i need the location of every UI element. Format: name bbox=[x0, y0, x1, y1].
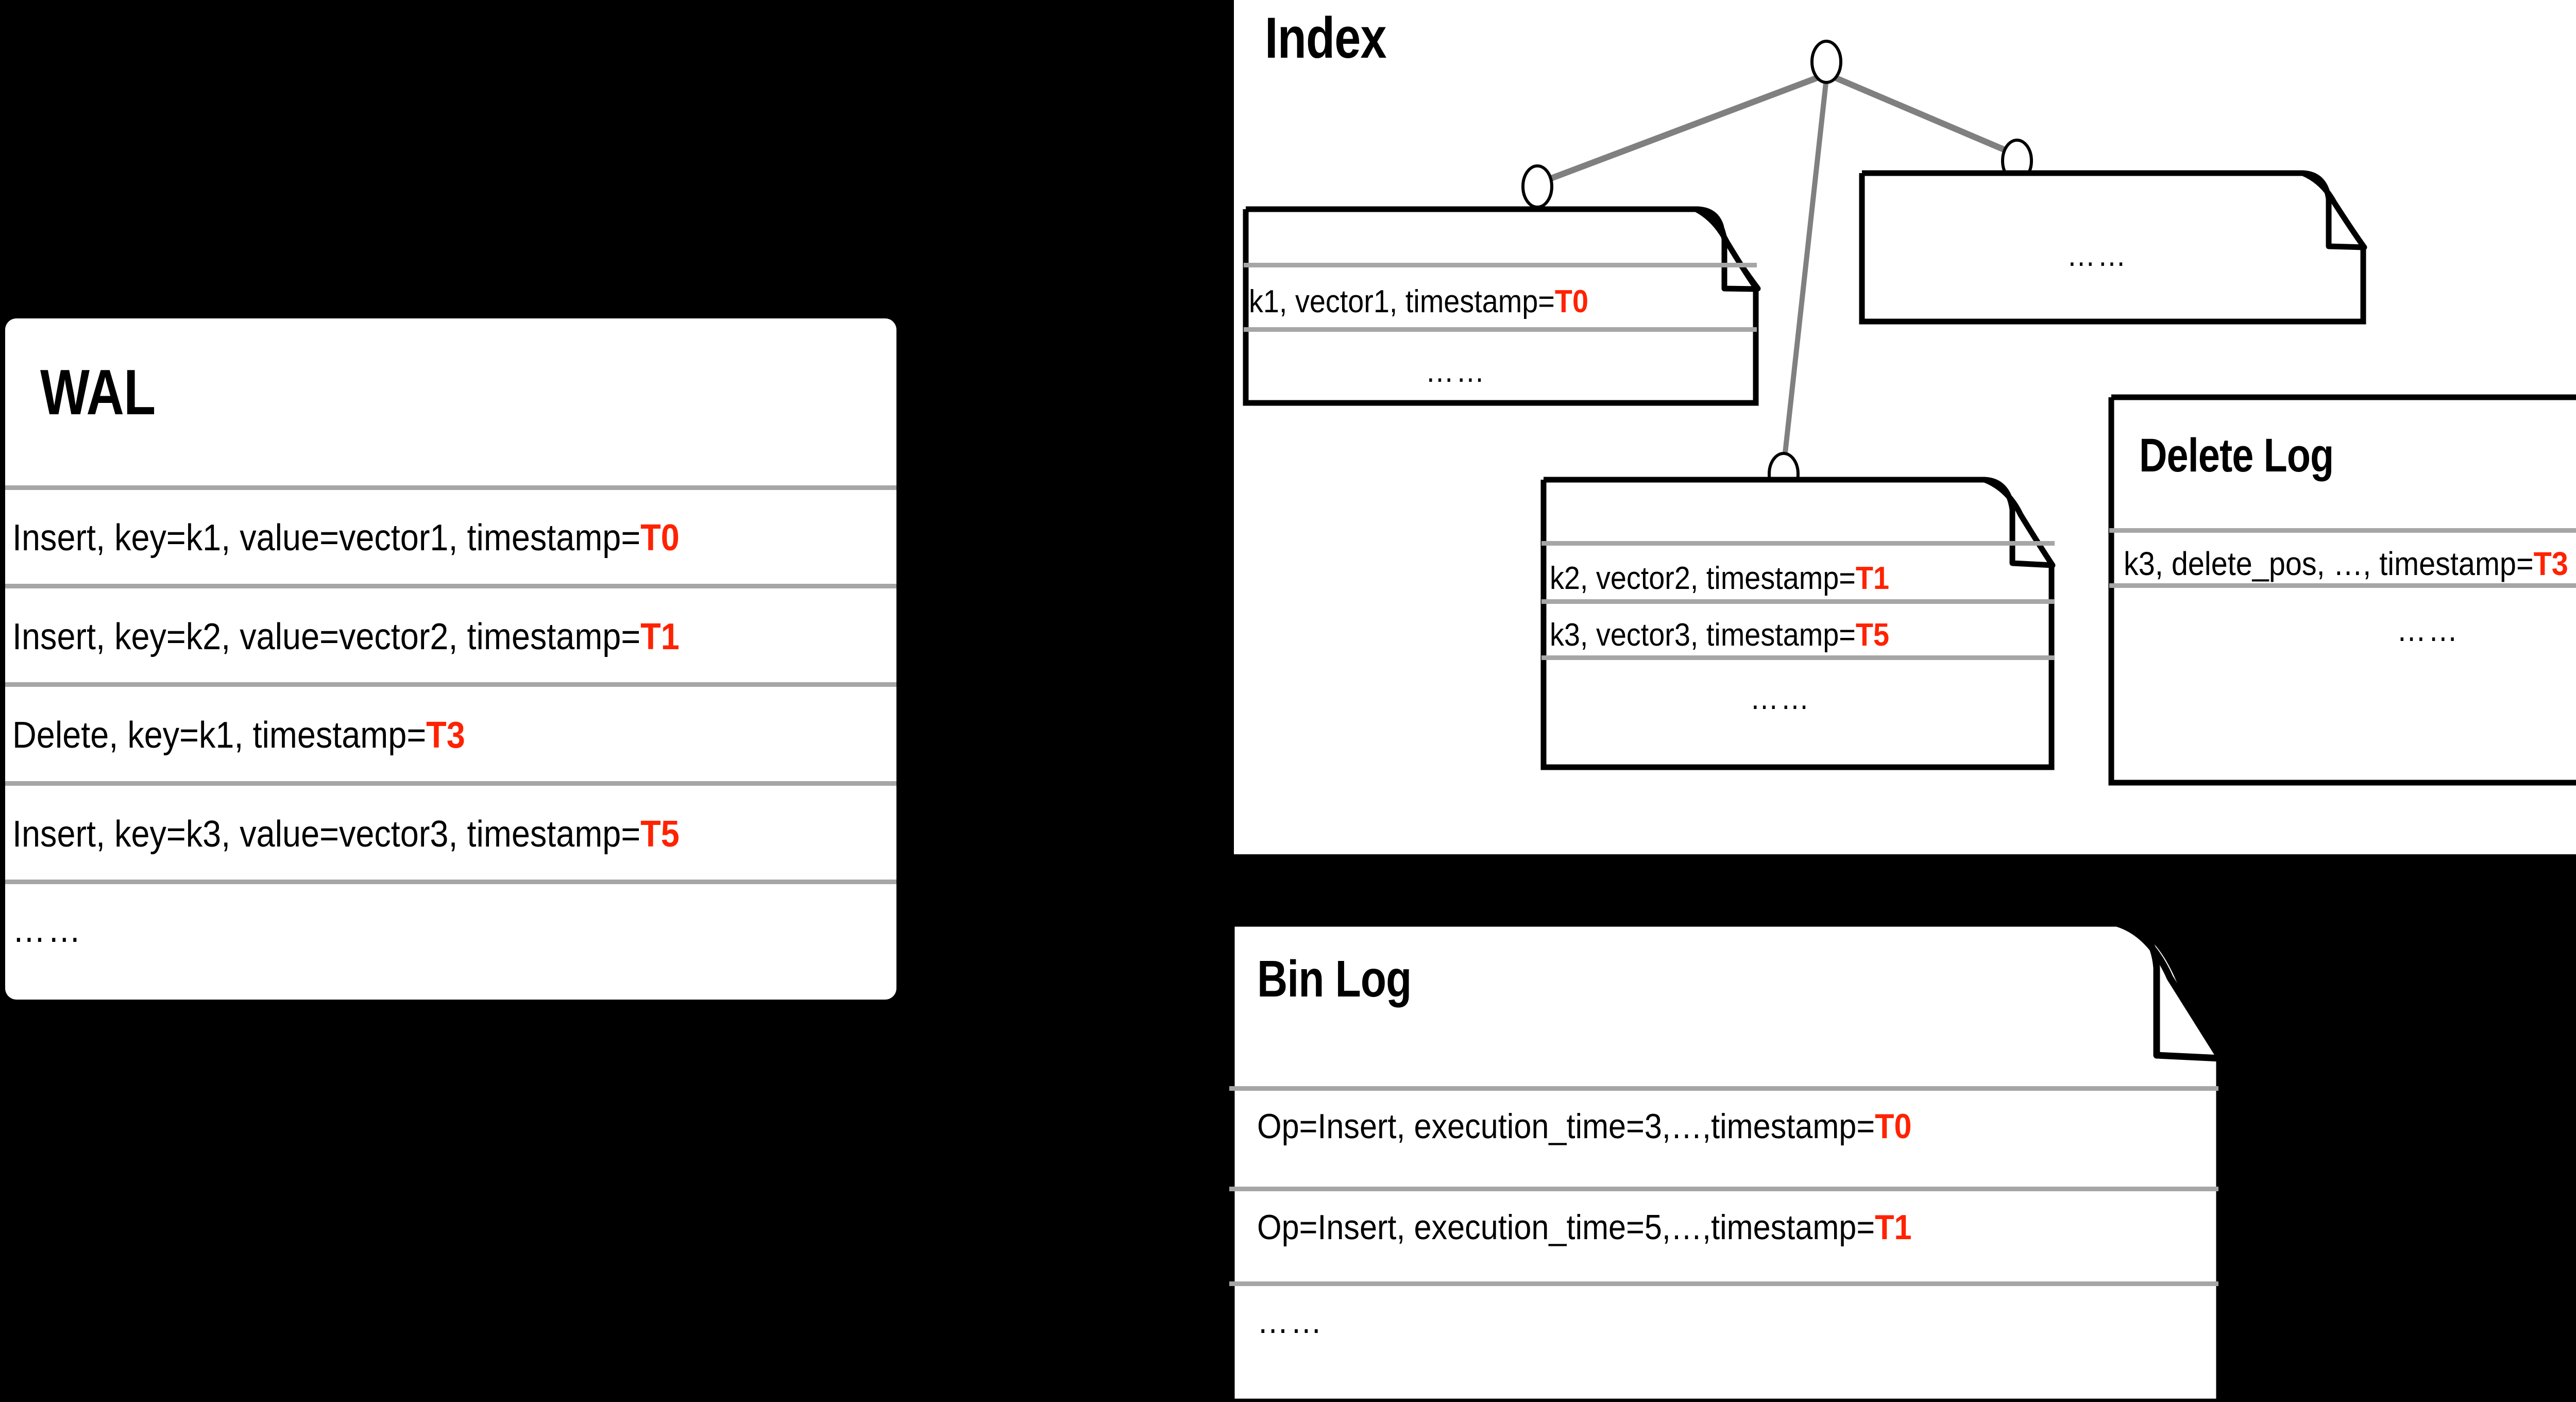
delete-log-ellipsis: …… bbox=[2396, 611, 2460, 648]
bin-log-row-text: Op=Insert, execution_time=5,…,timestamp= bbox=[1257, 1208, 1875, 1247]
wal-row: Delete, key=k1, timestamp=T3 bbox=[12, 717, 465, 754]
delete-log-title: Delete Log bbox=[2139, 429, 2334, 482]
index-leaf-k2k3-row-text: k3, vector3, timestamp= bbox=[1550, 617, 1856, 653]
index-leaf-k1-separator bbox=[1244, 263, 1757, 267]
document-outline bbox=[1540, 480, 2055, 770]
wal-panel bbox=[5, 318, 896, 1000]
bin-log-title: Bin Log bbox=[1257, 950, 1412, 1008]
document-fold-line bbox=[1246, 206, 1760, 292]
wal-row-text: Insert, key=k3, value=vector3, timestamp… bbox=[12, 814, 641, 855]
bin-log-row-timestamp: T0 bbox=[1875, 1107, 1912, 1146]
wal-row-timestamp: T1 bbox=[640, 616, 680, 657]
wal-title: WAL bbox=[40, 357, 156, 428]
document-fold-line bbox=[1544, 477, 2056, 568]
index-leaf-k1-row-text: k1, vector1, timestamp= bbox=[1249, 284, 1555, 319]
bin-log-row-timestamp: T1 bbox=[1875, 1208, 1912, 1247]
wal-separator bbox=[5, 485, 896, 490]
bin-log-separator bbox=[1229, 1187, 2218, 1191]
document-fold-line bbox=[1231, 920, 2224, 1062]
index-leaf-k1-row: k1, vector1, timestamp=T0 bbox=[1249, 286, 1588, 318]
document-body-fill bbox=[1862, 173, 2363, 322]
index-leaf-k1-separator bbox=[1244, 327, 1757, 332]
index-leaf-k1-row-timestamp: T0 bbox=[1554, 284, 1589, 319]
document-outline bbox=[2108, 397, 2576, 786]
wal-row-ellipsis: …… bbox=[12, 909, 83, 950]
index-leaf-k2k3-separator bbox=[1541, 655, 2055, 660]
document-outline bbox=[1243, 209, 1759, 406]
index-leaf-ellipsis-row: …… bbox=[2066, 238, 2128, 273]
index-leaf-k2k3-row-text: k2, vector2, timestamp= bbox=[1550, 561, 1856, 596]
index-leaf-node-ellipsis bbox=[1859, 170, 2367, 325]
wal-separator bbox=[5, 682, 896, 687]
document-outline bbox=[1859, 173, 2366, 325]
index-leaf-k1-ellipsis: …… bbox=[1425, 353, 1487, 389]
bin-log-separator bbox=[1229, 1281, 2218, 1286]
document-fold-line bbox=[1862, 170, 2367, 250]
index-title: Index bbox=[1265, 6, 1387, 70]
wal-row: Insert, key=k2, value=vector2, timestamp… bbox=[12, 618, 680, 655]
wal-separator bbox=[5, 781, 896, 786]
wal-row: Insert, key=k1, value=vector1, timestamp… bbox=[12, 519, 680, 556]
index-leaf-node-k2-k3 bbox=[1540, 477, 2056, 770]
wal-row: Insert, key=k3, value=vector3, timestamp… bbox=[12, 816, 680, 853]
wal-row-timestamp: T3 bbox=[426, 715, 465, 756]
wal-row-text: Delete, key=k1, timestamp= bbox=[12, 715, 427, 756]
delete-log-separator bbox=[2109, 528, 2576, 533]
delete-log-row: k3, delete_pos, …, timestamp=T3 bbox=[2124, 547, 2568, 580]
index-leaf-k2k3-row-timestamp: T1 bbox=[1855, 561, 1890, 596]
document-body-fill bbox=[2111, 397, 2576, 783]
wal-separator bbox=[5, 584, 896, 588]
delete-log-row-text: k3, delete_pos, …, timestamp= bbox=[2124, 545, 2534, 582]
index-leaf-node-k1 bbox=[1243, 206, 1761, 406]
bin-log-separator bbox=[1229, 1086, 2218, 1091]
index-leaf-k2k3-separator bbox=[1541, 599, 2055, 604]
bin-log-ellipsis: …… bbox=[1257, 1302, 1324, 1341]
delete-log-separator bbox=[2109, 583, 2576, 588]
bin-log-row-text: Op=Insert, execution_time=3,…,timestamp= bbox=[1257, 1107, 1875, 1146]
document-outline bbox=[1228, 923, 2223, 1402]
index-leaf-k2k3-ellipsis: …… bbox=[1750, 681, 1811, 716]
bin-log-row: Op=Insert, execution_time=5,…,timestamp=… bbox=[1257, 1210, 1912, 1245]
index-leaf-k2k3-row: k2, vector2, timestamp=T1 bbox=[1550, 563, 1889, 595]
index-leaf-k2k3-separator bbox=[1541, 541, 2055, 546]
wal-row-text: Insert, key=k1, value=vector1, timestamp… bbox=[12, 517, 641, 559]
wal-row-timestamp: T0 bbox=[640, 517, 680, 559]
delete-log-row-timestamp: T3 bbox=[2533, 545, 2568, 582]
index-leaf-k2k3-row: k3, vector3, timestamp=T5 bbox=[1550, 619, 1889, 651]
index-leaf-k2k3-row-timestamp: T5 bbox=[1855, 617, 1890, 653]
wal-row-timestamp: T5 bbox=[640, 814, 680, 855]
wal-row-text: Insert, key=k2, value=vector2, timestamp… bbox=[12, 616, 641, 657]
wal-separator bbox=[5, 880, 896, 884]
delete-log-panel bbox=[2108, 394, 2576, 786]
document-body-fill bbox=[1544, 480, 2052, 767]
document-body-fill bbox=[1246, 209, 1756, 403]
bin-log-row: Op=Insert, execution_time=3,…,timestamp=… bbox=[1257, 1109, 1912, 1144]
